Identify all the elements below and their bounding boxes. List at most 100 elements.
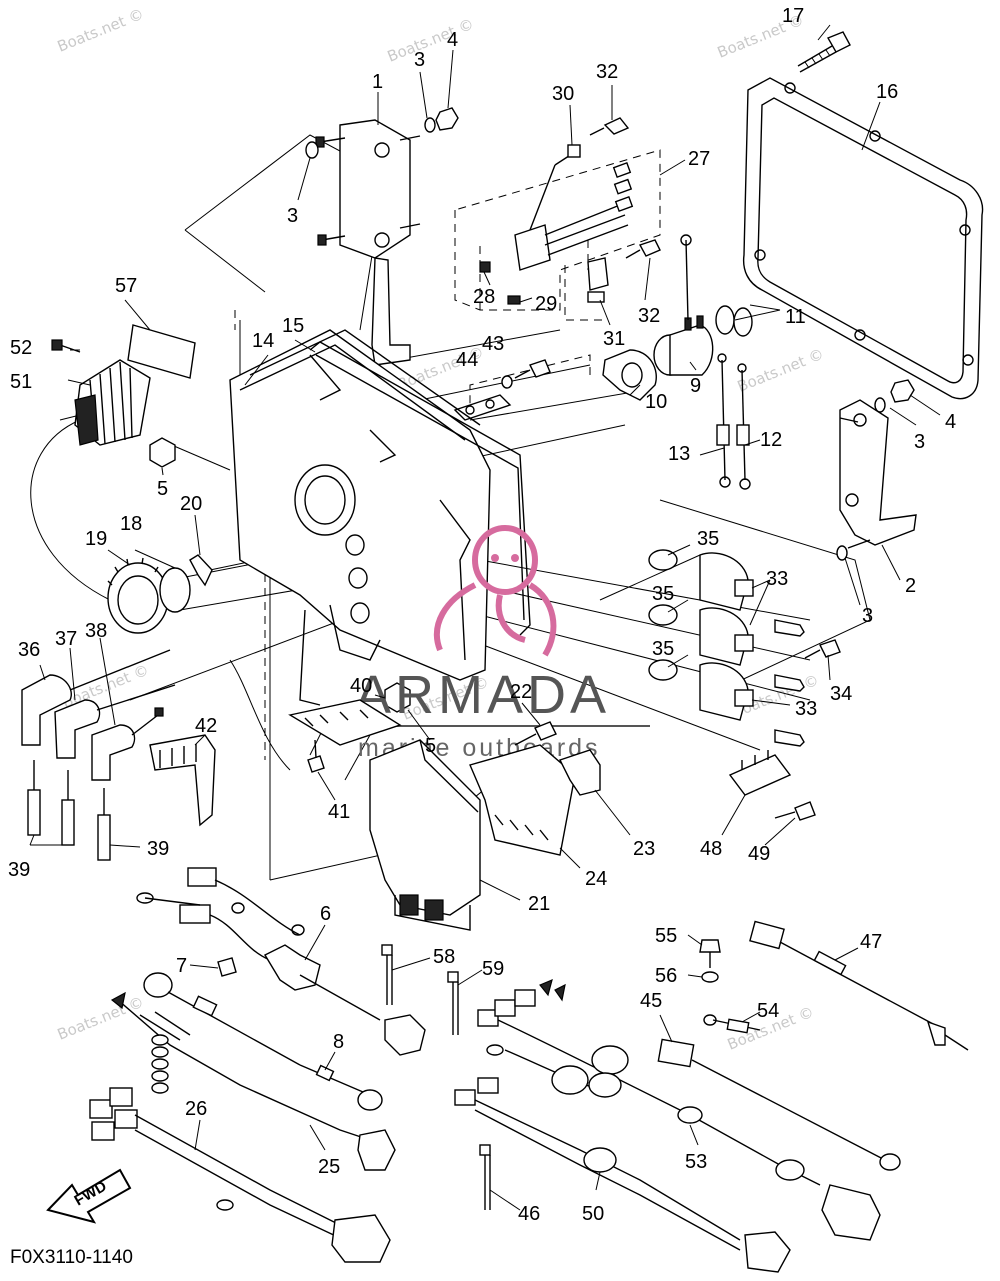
watermark: Boats.net © — [385, 15, 477, 66]
part-49-bolt — [774, 801, 816, 821]
part-16-gasket — [742, 77, 984, 400]
part-21-cdi-unit — [369, 739, 481, 931]
callout-58: 58 — [433, 946, 455, 968]
callout-20: 20 — [180, 493, 202, 515]
part-57-label — [127, 324, 196, 379]
callout-54: 54 — [757, 1000, 779, 1022]
callout-19: 19 — [85, 528, 107, 550]
callout-33: 33 — [766, 568, 788, 590]
diagram-code: F0X3110-1140 — [10, 1247, 133, 1268]
callout-41: 41 — [328, 801, 350, 823]
part-58-59-46-ties — [381, 944, 491, 1210]
part-22-bolt — [514, 721, 557, 746]
callout-8: 8 — [333, 1031, 344, 1053]
logo-brand: ARMADA — [355, 665, 610, 725]
part-55-56 — [699, 939, 721, 983]
part-40-terminal-strip — [288, 699, 402, 746]
callout-35: 35 — [652, 583, 674, 605]
callout-57: 57 — [115, 275, 137, 297]
part-2-bracket — [839, 399, 917, 549]
callout-5: 5 — [157, 478, 168, 500]
callout-10: 10 — [645, 391, 667, 413]
callout-27: 27 — [688, 148, 710, 170]
callout-labels: 1 2 3 3 3 3 4 4 5 5 6 7 8 9 10 11 12 13 … — [8, 5, 956, 1225]
callout-26: 26 — [185, 1098, 207, 1120]
callout-55: 55 — [655, 925, 677, 947]
callout-1: 1 — [372, 71, 383, 93]
part-7-bolt — [217, 957, 237, 977]
part-48-clamp — [728, 750, 792, 796]
part-20-clip — [189, 554, 213, 587]
callout-22: 22 — [510, 681, 532, 703]
callout-12: 12 — [760, 429, 782, 451]
part-42-clamp — [149, 734, 216, 827]
callout-39: 39 — [8, 859, 30, 881]
callout-13: 13 — [668, 443, 690, 465]
callout-47: 47 — [860, 931, 882, 953]
callout-3: 3 — [914, 431, 925, 453]
callout-49: 49 — [748, 843, 770, 865]
callout-46: 46 — [518, 1203, 540, 1225]
part-36-38-plug-caps — [21, 649, 176, 781]
callout-36: 36 — [18, 639, 40, 661]
callout-31: 31 — [603, 328, 625, 350]
callout-25: 25 — [318, 1156, 340, 1178]
callout-39: 39 — [147, 838, 169, 860]
callout-16: 16 — [876, 81, 898, 103]
part-24-bracket — [469, 744, 576, 856]
callout-43: 43 — [482, 333, 504, 355]
callout-17: 17 — [782, 5, 804, 27]
callout-24: 24 — [585, 868, 607, 890]
callout-14: 14 — [252, 330, 274, 352]
part-50-harness — [454, 1077, 791, 1273]
part-45-54-cable — [657, 1014, 901, 1171]
part-1-bracket — [315, 119, 421, 366]
callout-3: 3 — [287, 205, 298, 227]
callout-48: 48 — [700, 838, 722, 860]
callout-15: 15 — [282, 315, 304, 337]
callout-9: 9 — [690, 375, 701, 397]
callout-30: 30 — [552, 83, 574, 105]
callout-3: 3 — [862, 605, 873, 627]
part-12-13-cables — [716, 353, 751, 490]
callout-51: 51 — [10, 371, 32, 393]
callout-32: 32 — [638, 305, 660, 327]
callout-38: 38 — [85, 620, 107, 642]
callout-6: 6 — [320, 903, 331, 925]
part-32-bolts — [589, 117, 661, 259]
watermark: Boats.net © — [735, 345, 827, 396]
callout-4: 4 — [945, 411, 956, 433]
part-5-nut — [149, 437, 411, 713]
part-51-rectifier — [51, 339, 151, 446]
callout-28: 28 — [473, 286, 495, 308]
callout-50: 50 — [582, 1203, 604, 1225]
callout-11: 11 — [785, 306, 806, 328]
part-17-bolt — [797, 31, 851, 73]
callout-56: 56 — [655, 965, 677, 987]
callout-29: 29 — [535, 293, 557, 315]
callout-59: 59 — [482, 958, 504, 980]
callout-34: 34 — [830, 683, 852, 705]
part-8-harness — [143, 972, 383, 1111]
part-11-caps — [715, 305, 753, 337]
part-27-harness — [479, 144, 634, 305]
callout-45: 45 — [640, 990, 662, 1012]
part-3-4-washer-nut — [305, 107, 915, 561]
callout-33: 33 — [795, 698, 817, 720]
watermark: Boats.net © — [55, 5, 147, 56]
part-53-harness — [477, 978, 881, 1241]
callout-21: 21 — [528, 893, 550, 915]
callout-18: 18 — [120, 513, 142, 535]
fwd-arrow-icon: FWD — [46, 1168, 132, 1224]
part-43-44 — [501, 359, 551, 389]
part-47-cable — [749, 920, 969, 1051]
callout-5: 5 — [425, 735, 436, 757]
callout-2: 2 — [905, 575, 916, 597]
callout-42: 42 — [195, 715, 217, 737]
part-26-harness — [89, 1087, 391, 1263]
part-19-cap — [107, 557, 191, 634]
part-6-harness — [136, 867, 426, 1056]
watermark: Boats.net © — [55, 993, 147, 1044]
callout-23: 23 — [633, 838, 655, 860]
